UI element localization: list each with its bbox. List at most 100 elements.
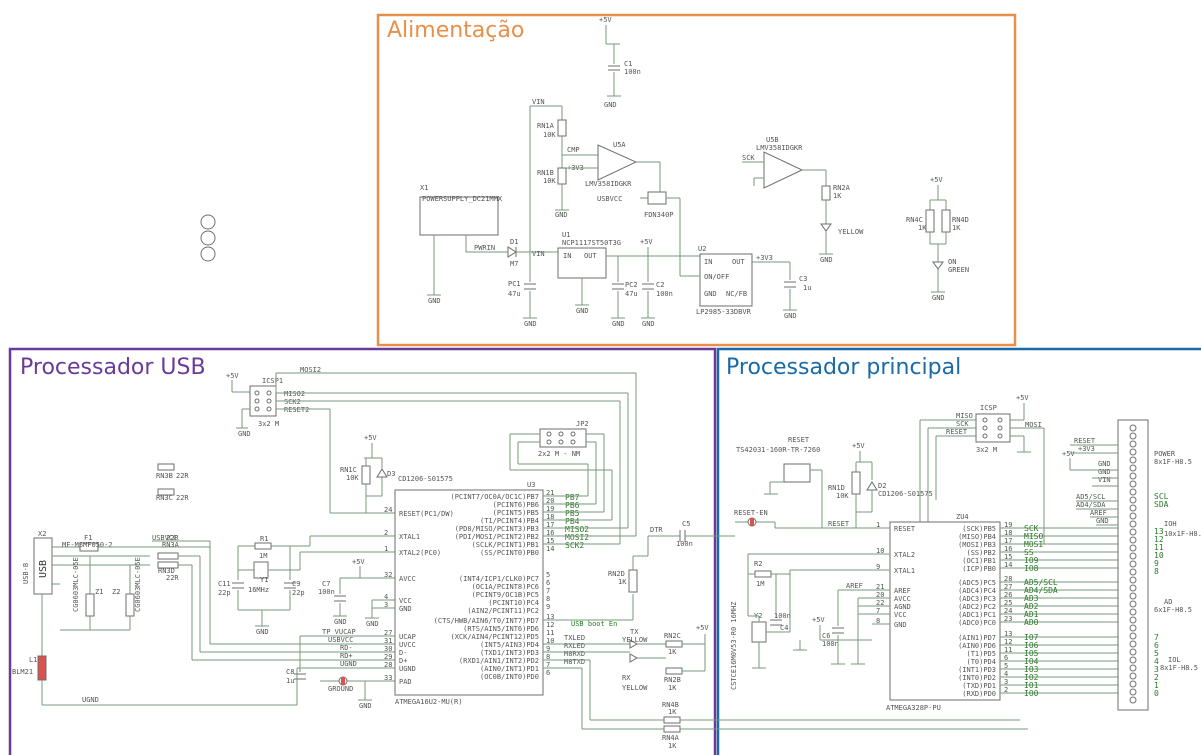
usb-frame-title: Processador USB bbox=[20, 355, 206, 380]
fet-label: FDN340P bbox=[644, 211, 674, 219]
c3-value: 1u bbox=[803, 284, 811, 292]
c7-label: C7 bbox=[322, 580, 330, 588]
main-frame-title: Processador principal bbox=[726, 355, 962, 380]
net-sck2: SCK2 bbox=[565, 541, 584, 550]
ioh-13: 13 bbox=[1154, 527, 1164, 536]
power-frame bbox=[376, 13, 1017, 347]
u3-pin-name: D+ bbox=[399, 657, 407, 665]
rn4a-value: 1K bbox=[668, 742, 677, 750]
d2-part: CD1206-S01575 bbox=[878, 490, 933, 498]
u3-pin-number: 31 bbox=[384, 637, 392, 645]
zu4-pin-name: (TXD)PD1 bbox=[962, 682, 996, 690]
u3-pin-name: (PCINT7/OC0A/OC1C)PB7 bbox=[450, 493, 539, 501]
u3-pin-number: 1 bbox=[384, 545, 388, 553]
u2-3v3: +3V3 bbox=[756, 254, 773, 262]
z2-varistor bbox=[125, 593, 135, 617]
zu4-pin-name: (RXD)PD0 bbox=[962, 690, 996, 698]
c8-value: 1u bbox=[286, 677, 294, 685]
u1-out: OUT bbox=[584, 252, 597, 260]
jp2-value: 2x2 M - NM bbox=[538, 450, 580, 458]
zu4-pin-number: 3 bbox=[1004, 678, 1008, 686]
usb-boot-label: USB boot En bbox=[571, 620, 617, 628]
zu4-pin-name: (INT0)PD2 bbox=[958, 674, 996, 682]
rn1d-resistor bbox=[851, 471, 861, 495]
zu4-pin-number: 25 bbox=[1004, 599, 1012, 607]
rd-minus-label: RD- bbox=[340, 644, 353, 652]
u5a-opamp bbox=[597, 144, 638, 181]
u3-pin-number: 28 bbox=[384, 661, 392, 669]
zu4-pin-name: (AIN1)PD7 bbox=[958, 634, 996, 642]
zu4-pin-name: (T1)PD5 bbox=[966, 650, 996, 658]
rn3a-value: 22R bbox=[166, 534, 179, 542]
rn4c-resistor bbox=[925, 209, 935, 233]
u3-pin-number: 29 bbox=[384, 653, 392, 661]
u3-pin-name: (PCINT9/OC1B)PC5 bbox=[472, 591, 539, 599]
icsp-miso: MISO bbox=[956, 412, 973, 420]
iol-part: 8x1F-H8.5 bbox=[1160, 664, 1198, 672]
rn3a-resistor bbox=[157, 552, 179, 560]
ioh-12: 12 bbox=[1154, 535, 1164, 544]
avcc-supply: +5V bbox=[352, 558, 365, 566]
rn1b-value: 10K bbox=[543, 177, 556, 185]
icsp-sck: SCK bbox=[956, 420, 969, 428]
zu4-pin-name: (ADC4)PC4 bbox=[958, 587, 996, 595]
zu4-pin-number: 2 bbox=[1004, 686, 1008, 694]
u3-pin-name: (INT4/ICP1/CLK0)PC7 bbox=[459, 575, 539, 583]
zu4-left-pins: RESET1XTAL210XTAL19AREF21AVCC20AGND22VCC… bbox=[872, 521, 916, 629]
zu4-pin-name: (ICP)PB0 bbox=[962, 565, 996, 573]
u2-gnd: GND bbox=[704, 290, 717, 298]
z2-part: CG0603MLC-05E bbox=[134, 557, 142, 612]
rn1b-resistor bbox=[557, 167, 567, 185]
rn4c-label: RN4C bbox=[906, 216, 923, 224]
net-pb7: PB7 bbox=[565, 493, 580, 502]
u3-pin-number: 4 bbox=[384, 593, 388, 601]
rn4d-label: RN4D bbox=[952, 216, 969, 224]
z1-part: CG0603MLC-05E bbox=[72, 557, 80, 612]
mounting-holes bbox=[200, 214, 216, 262]
cmp-label: CMP bbox=[567, 146, 580, 154]
zu4-net-label: AD1 bbox=[1024, 610, 1039, 619]
hdr-vin: VIN bbox=[1098, 476, 1111, 484]
zu4-pin-name: (ADC5)PC5 bbox=[958, 579, 996, 587]
u3-pin-name: RESET(PC1/DW) bbox=[399, 510, 454, 518]
u3-pin-number: 14 bbox=[546, 545, 554, 553]
c4-value-top: 100n bbox=[774, 612, 791, 620]
c11-value: 22p bbox=[218, 589, 231, 597]
icsp1-header bbox=[249, 385, 277, 417]
u3-pin-number: 19 bbox=[546, 505, 554, 513]
zu4-net-label: AD2 bbox=[1024, 602, 1039, 611]
rn3b-label: RN3B bbox=[156, 472, 173, 480]
zu4-pin-name: (SCK)PB5 bbox=[962, 525, 996, 533]
u3-pin-name: (RXD1/AIN1/INT2)PD2 bbox=[459, 657, 539, 665]
rn2b-resistor bbox=[665, 667, 683, 675]
rn3b-value: 22R bbox=[176, 472, 189, 480]
power-frame-title: Alimentação bbox=[387, 18, 525, 43]
f1-part: MF-MSMF050-2 bbox=[62, 541, 113, 549]
u3-pin-number: 27 bbox=[384, 629, 392, 637]
dtr-label: DTR bbox=[650, 526, 663, 534]
icsp-header bbox=[975, 413, 1011, 443]
u3-pin-name: UGND bbox=[399, 665, 416, 673]
u3-pin-number: 18 bbox=[546, 513, 554, 521]
zu4-pin-number: 6 bbox=[1004, 654, 1008, 662]
c4-supply: +5V bbox=[812, 616, 825, 624]
c7-gnd: GND bbox=[334, 618, 347, 626]
zu4-pin-number: 17 bbox=[1004, 537, 1012, 545]
u1-gnd: GND bbox=[576, 307, 589, 315]
zu4-pin-name: (AIN0)PD6 bbox=[958, 642, 996, 650]
icsp-supply: +5V bbox=[1016, 394, 1029, 402]
u3-pin-name: VCC bbox=[399, 597, 412, 605]
x1-gnd: GND bbox=[428, 297, 441, 305]
u3-pin-name: (AIN0/INT1)PD1 bbox=[480, 665, 539, 673]
u3-pin-number: 33 bbox=[384, 674, 392, 682]
u3-pin-number: 20 bbox=[546, 497, 554, 505]
rn2d-resistor bbox=[628, 569, 638, 593]
ioh-11: 11 bbox=[1154, 543, 1164, 552]
ugnd-label: UGND bbox=[82, 696, 99, 704]
zu4-pin-name: AREF bbox=[894, 587, 911, 595]
on-led-color: GREEN bbox=[948, 266, 969, 274]
zu4-pin-number: 10 bbox=[876, 547, 884, 555]
u1-label: U1 bbox=[562, 231, 570, 239]
rn2a-resistor bbox=[821, 185, 831, 201]
